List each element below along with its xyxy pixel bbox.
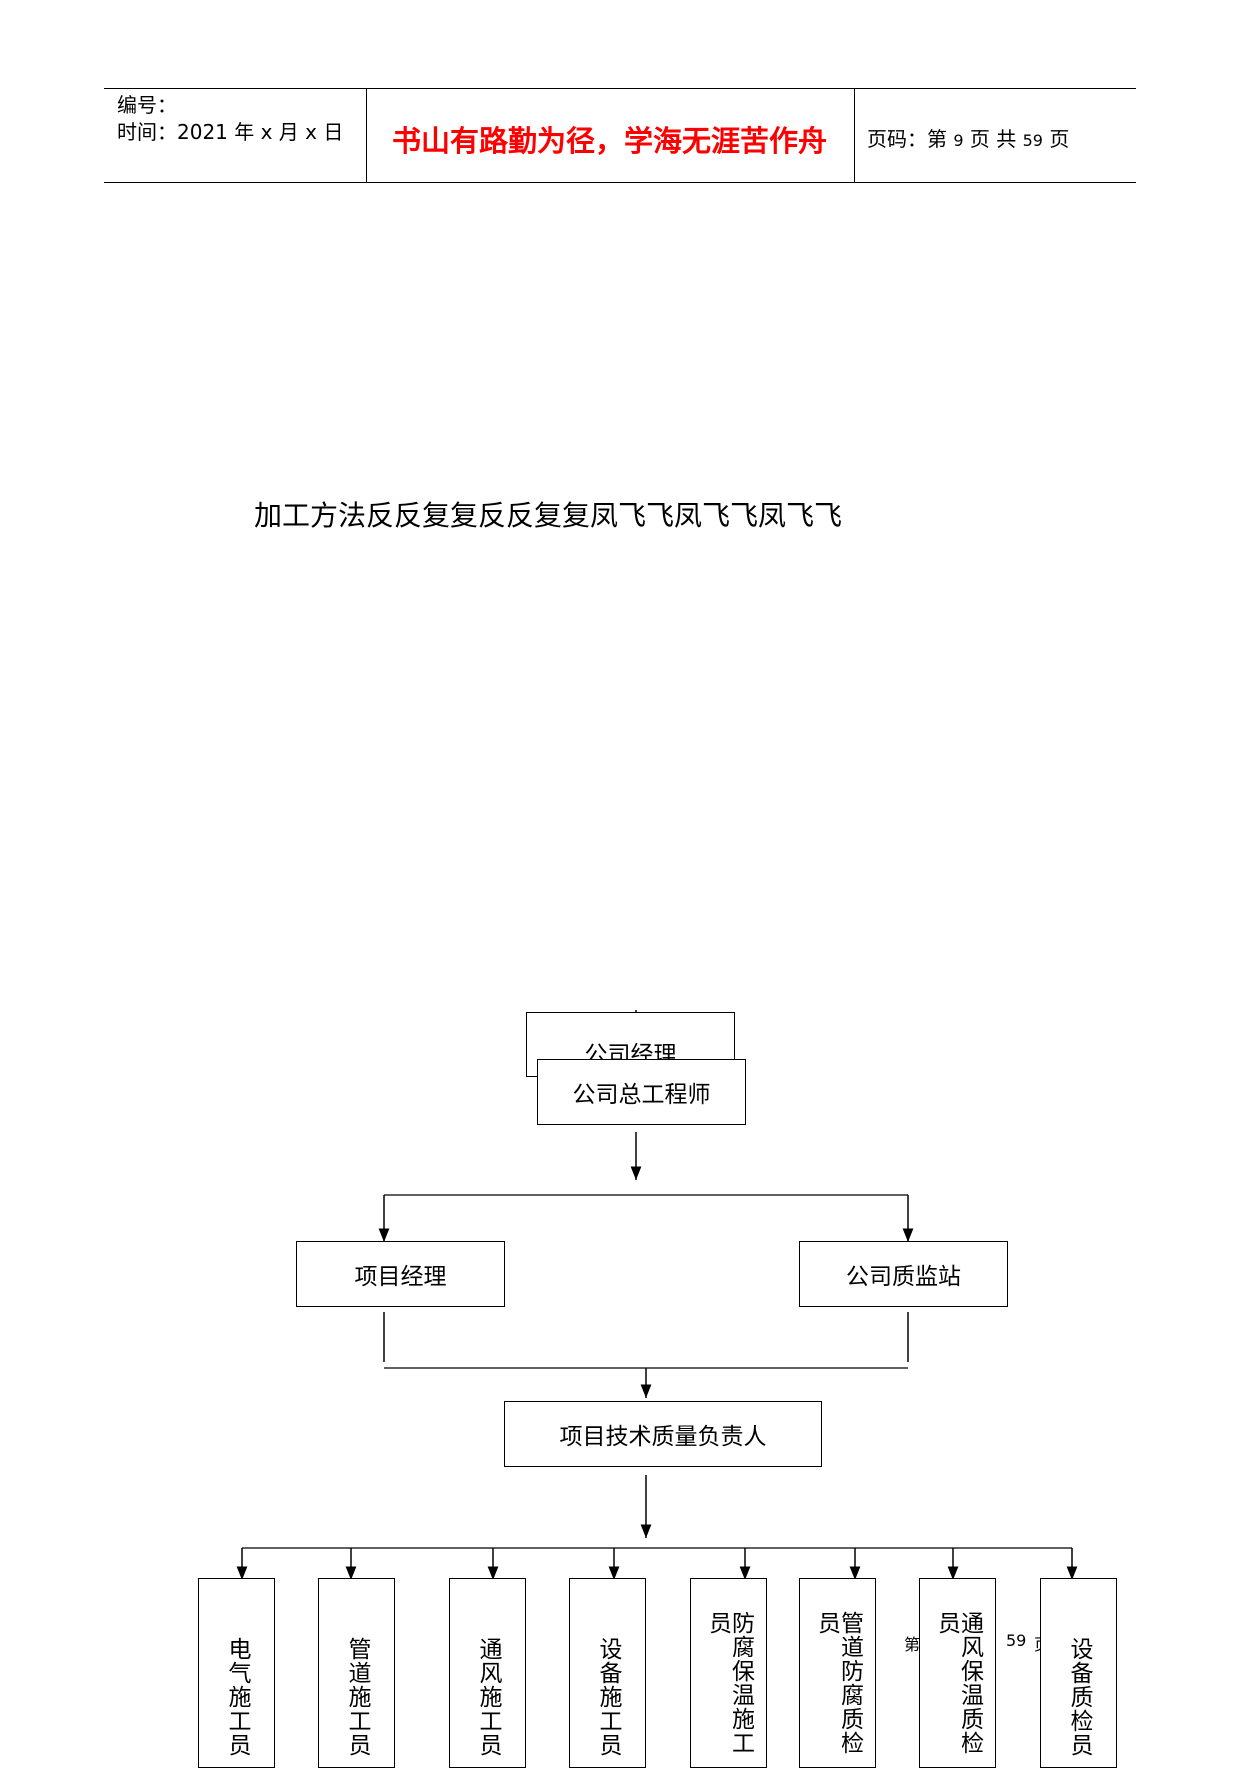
document-title: 加工方法反反复复反反复复凤飞飞凤飞飞凤飞飞 (254, 499, 843, 532)
electrical-worker-box: 电气施工员 (198, 1578, 275, 1768)
serial-label: 编号： (117, 93, 177, 117)
page-prefix: 页码：第 (867, 127, 947, 151)
equipment-worker-box: 设备施工员 (569, 1578, 646, 1768)
ventilation-worker-box: 通风施工员 (449, 1578, 526, 1768)
page-suffix: 页 (1049, 127, 1070, 151)
chief-engineer-box: 公司总工程师 (537, 1059, 746, 1125)
equipment-worker-label: 设备施工员 (595, 1637, 621, 1757)
header-divider-right (854, 88, 855, 183)
page-indicator: 页码：第 9 页 共 59 页 (867, 123, 1069, 152)
pipeline-inspector-label: 管道防腐质检员 (813, 1611, 863, 1755)
pipeline-worker-label: 管道施工员 (344, 1637, 370, 1757)
page-mid: 页 共 (969, 127, 1017, 151)
electrical-worker-label: 电气施工员 (224, 1637, 250, 1757)
anticorrosion-worker-box: 防腐保温施工员 (690, 1578, 767, 1768)
header-bottom-rule (104, 182, 1136, 183)
quality-station-box: 公司质监站 (799, 1241, 1008, 1307)
page-current: 9 (953, 131, 964, 150)
ventilation-worker-label: 通风施工员 (475, 1637, 501, 1757)
anticorrosion-worker-label: 防腐保温施工员 (704, 1611, 754, 1755)
footer-fragment-right: 59 (1006, 1631, 1027, 1650)
pipeline-inspector-box: 管道防腐质检员 (799, 1578, 876, 1768)
equipment-inspector-box: 设备质检员 (1040, 1578, 1117, 1768)
pipeline-worker-box: 管道施工员 (318, 1578, 395, 1768)
ventilation-inspector-label: 通风保温质检员 (933, 1611, 983, 1755)
header-top-rule (104, 88, 1136, 89)
header-divider-left (366, 88, 367, 183)
time-label: 时间：2021 年 x 月 x 日 (117, 120, 344, 144)
tech-quality-lead-box: 项目技术质量负责人 (504, 1401, 822, 1467)
page-total: 59 (1022, 131, 1043, 150)
motto: 书山有路勤为径，学海无涯苦作舟 (392, 124, 828, 158)
project-manager-box: 项目经理 (296, 1241, 505, 1307)
ventilation-inspector-box: 通风保温质检员 (919, 1578, 996, 1768)
footer-fragment-left: 第 (904, 1635, 921, 1654)
bottom-arrows (236, 1548, 1078, 1580)
equipment-inspector-label: 设备质检员 (1066, 1637, 1092, 1757)
